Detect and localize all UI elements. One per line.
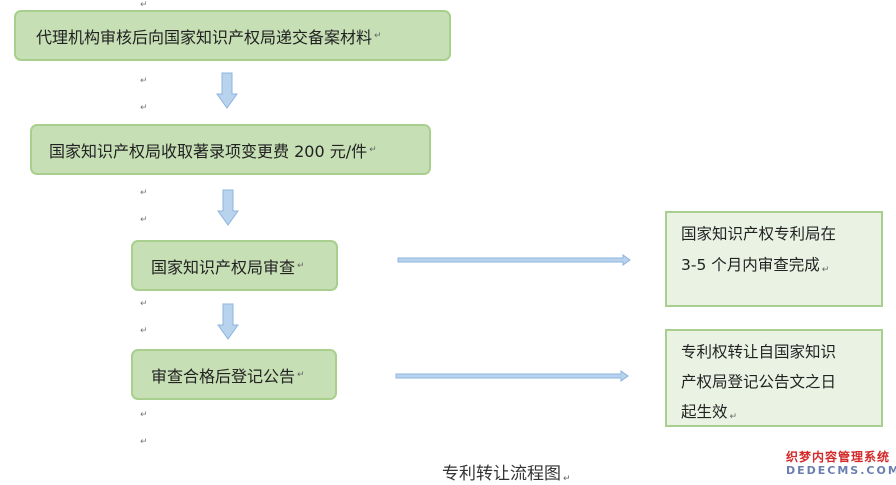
paragraph-mark: ↵ [374,30,382,41]
right-arrow-2 [395,370,629,382]
paragraph-mark: ↵ [297,369,305,380]
note-line: 专利权转让自国家知识 [681,343,837,361]
flow-step-announce: 审查合格后登记公告↵ [131,349,337,400]
watermark-logo-text: 织梦内容管理系统 [786,450,891,464]
watermark-domain: DEDECMS.COM [786,464,896,477]
note-line: 产权局登记公告文之日 [681,373,837,391]
paragraph-mark: ↵ [297,260,305,271]
flow-step-fee: 国家知识产权局收取著录项变更费 200 元/件↵ [30,124,431,175]
note-review-duration: 国家知识产权专利局在 3-5 个月内审查完成↵ [665,211,883,307]
down-arrow-2 [217,189,239,226]
flow-step-submit-materials: 代理机构审核后向国家知识产权局递交备案材料↵ [14,10,451,61]
flow-step-text: 代理机构审核后向国家知识产权局递交备案材料 [36,27,373,47]
flow-step-text: 国家知识产权局审查 [151,257,296,277]
note-effective-date: 专利权转让自国家知识 产权局登记公告文之日 起生效↵ [665,329,883,427]
paragraph-mark: ↵ [140,76,148,86]
flow-step-text: 审查合格后登记公告 [151,366,296,386]
paragraph-mark: ↵ [140,188,148,198]
paragraph-mark: ↵ [140,299,148,309]
paragraph-mark: ↵ [140,103,148,113]
diagram-caption: 专利转让流程图↵ [442,464,571,484]
note-line: 起生效↵ [681,403,738,422]
down-arrow-3 [217,303,239,340]
note-line: 3-5 个月内审查完成↵ [681,256,830,275]
paragraph-mark: ↵ [369,144,377,155]
paragraph-mark: ↵ [140,215,148,225]
right-arrow-1 [397,254,631,266]
paragraph-mark: ↵ [140,0,148,10]
note-line: 国家知识产权专利局在 [681,225,837,243]
paragraph-mark: ↵ [140,437,148,447]
flow-step-review: 国家知识产权局审查↵ [131,240,338,291]
paragraph-mark: ↵ [140,410,148,420]
flow-step-text: 国家知识产权局收取著录项变更费 200 元/件 [49,141,368,161]
down-arrow-1 [216,72,238,109]
paragraph-mark: ↵ [140,326,148,336]
